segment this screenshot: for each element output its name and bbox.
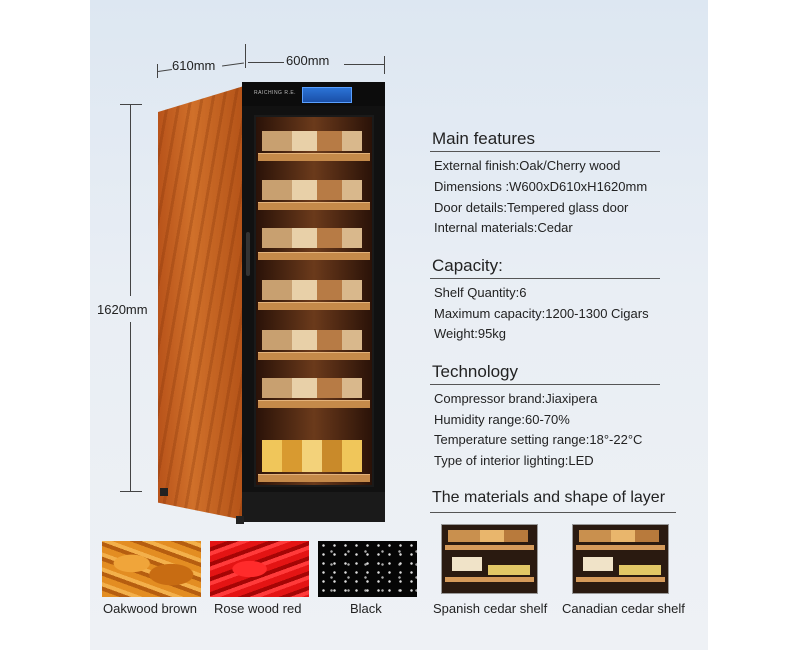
cigar-boxes [262, 180, 362, 200]
cabinet-shelf [258, 400, 370, 408]
height-dimension-line [130, 322, 131, 492]
canadian-cedar-shelf-image [572, 524, 669, 594]
width-dimension: 600mm [286, 53, 330, 68]
oakwood-brown-swatch [102, 541, 201, 597]
cabinet-lcd-display [302, 87, 352, 103]
feature-item: Dimensions :W600xD610xH1620mm [434, 179, 648, 194]
black-label: Black [350, 601, 382, 616]
height-dimension: 1620mm [97, 302, 148, 317]
cabinet-shelf [258, 252, 370, 260]
cigar-boxes [262, 228, 362, 248]
depth-tick [157, 64, 158, 78]
rose-wood-red-swatch [210, 541, 309, 597]
spanish-cedar-shelf-image [441, 524, 538, 594]
feature-item: Door details:Tempered glass door [434, 200, 629, 215]
cigar-boxes [262, 280, 362, 300]
cabinet-shelf [258, 202, 370, 210]
cabinet-foot [236, 516, 244, 524]
height-tick [120, 104, 142, 105]
cabinet-base [242, 492, 385, 522]
height-dimension-line [130, 104, 131, 296]
section-divider [430, 151, 660, 152]
cigar-boxes [262, 378, 362, 398]
capacity-item: Shelf Quantity:6 [434, 285, 527, 300]
section-divider [430, 278, 660, 279]
cabinet-shelf [258, 352, 370, 360]
cabinet-foot [160, 488, 168, 496]
technology-item: Compressor brand:Jiaxipera [434, 391, 598, 406]
technology-item: Humidity range:60-70% [434, 412, 570, 427]
section-divider [430, 384, 660, 385]
oakwood-brown-label: Oakwood brown [103, 601, 197, 616]
materials-heading: The materials and shape of layer [432, 489, 666, 506]
width-dimension-line [344, 64, 384, 65]
cabinet-shelf [258, 474, 370, 482]
cabinet-brand-logo: RAICHING R.E. [254, 90, 297, 96]
cabinet-side-panel [158, 86, 244, 520]
door-handle [246, 232, 250, 276]
capacity-item: Maximum capacity:1200-1300 Cigars [434, 306, 649, 321]
cigar-boxes [262, 131, 362, 151]
technology-item: Temperature setting range:18°-22°C [434, 432, 643, 447]
capacity-heading: Capacity: [432, 256, 503, 275]
width-tick [384, 56, 385, 74]
feature-item: External finish:Oak/Cherry wood [434, 158, 621, 173]
cabinet-shelf [258, 302, 370, 310]
width-tick [245, 44, 246, 68]
section-divider [430, 512, 676, 513]
feature-item: Internal materials:Cedar [434, 220, 573, 235]
canadian-cedar-shelf-label: Canadian cedar shelf [562, 601, 685, 616]
cabinet-shelf [258, 153, 370, 161]
width-dimension-line [248, 62, 284, 63]
black-swatch [318, 541, 417, 597]
cigar-boxes [262, 330, 362, 350]
main-features-heading: Main features [432, 129, 535, 148]
cigar-bundles [262, 440, 362, 472]
rose-wood-red-label: Rose wood red [214, 601, 302, 616]
technology-heading: Technology [432, 362, 519, 381]
capacity-item: Weight:95kg [434, 326, 507, 341]
spanish-cedar-shelf-label: Spanish cedar shelf [433, 601, 548, 616]
height-tick [120, 491, 142, 492]
technology-item: Type of interior lighting:LED [434, 453, 594, 468]
depth-dimension: 610mm [172, 58, 216, 73]
cabinet-glass-door [254, 115, 374, 487]
